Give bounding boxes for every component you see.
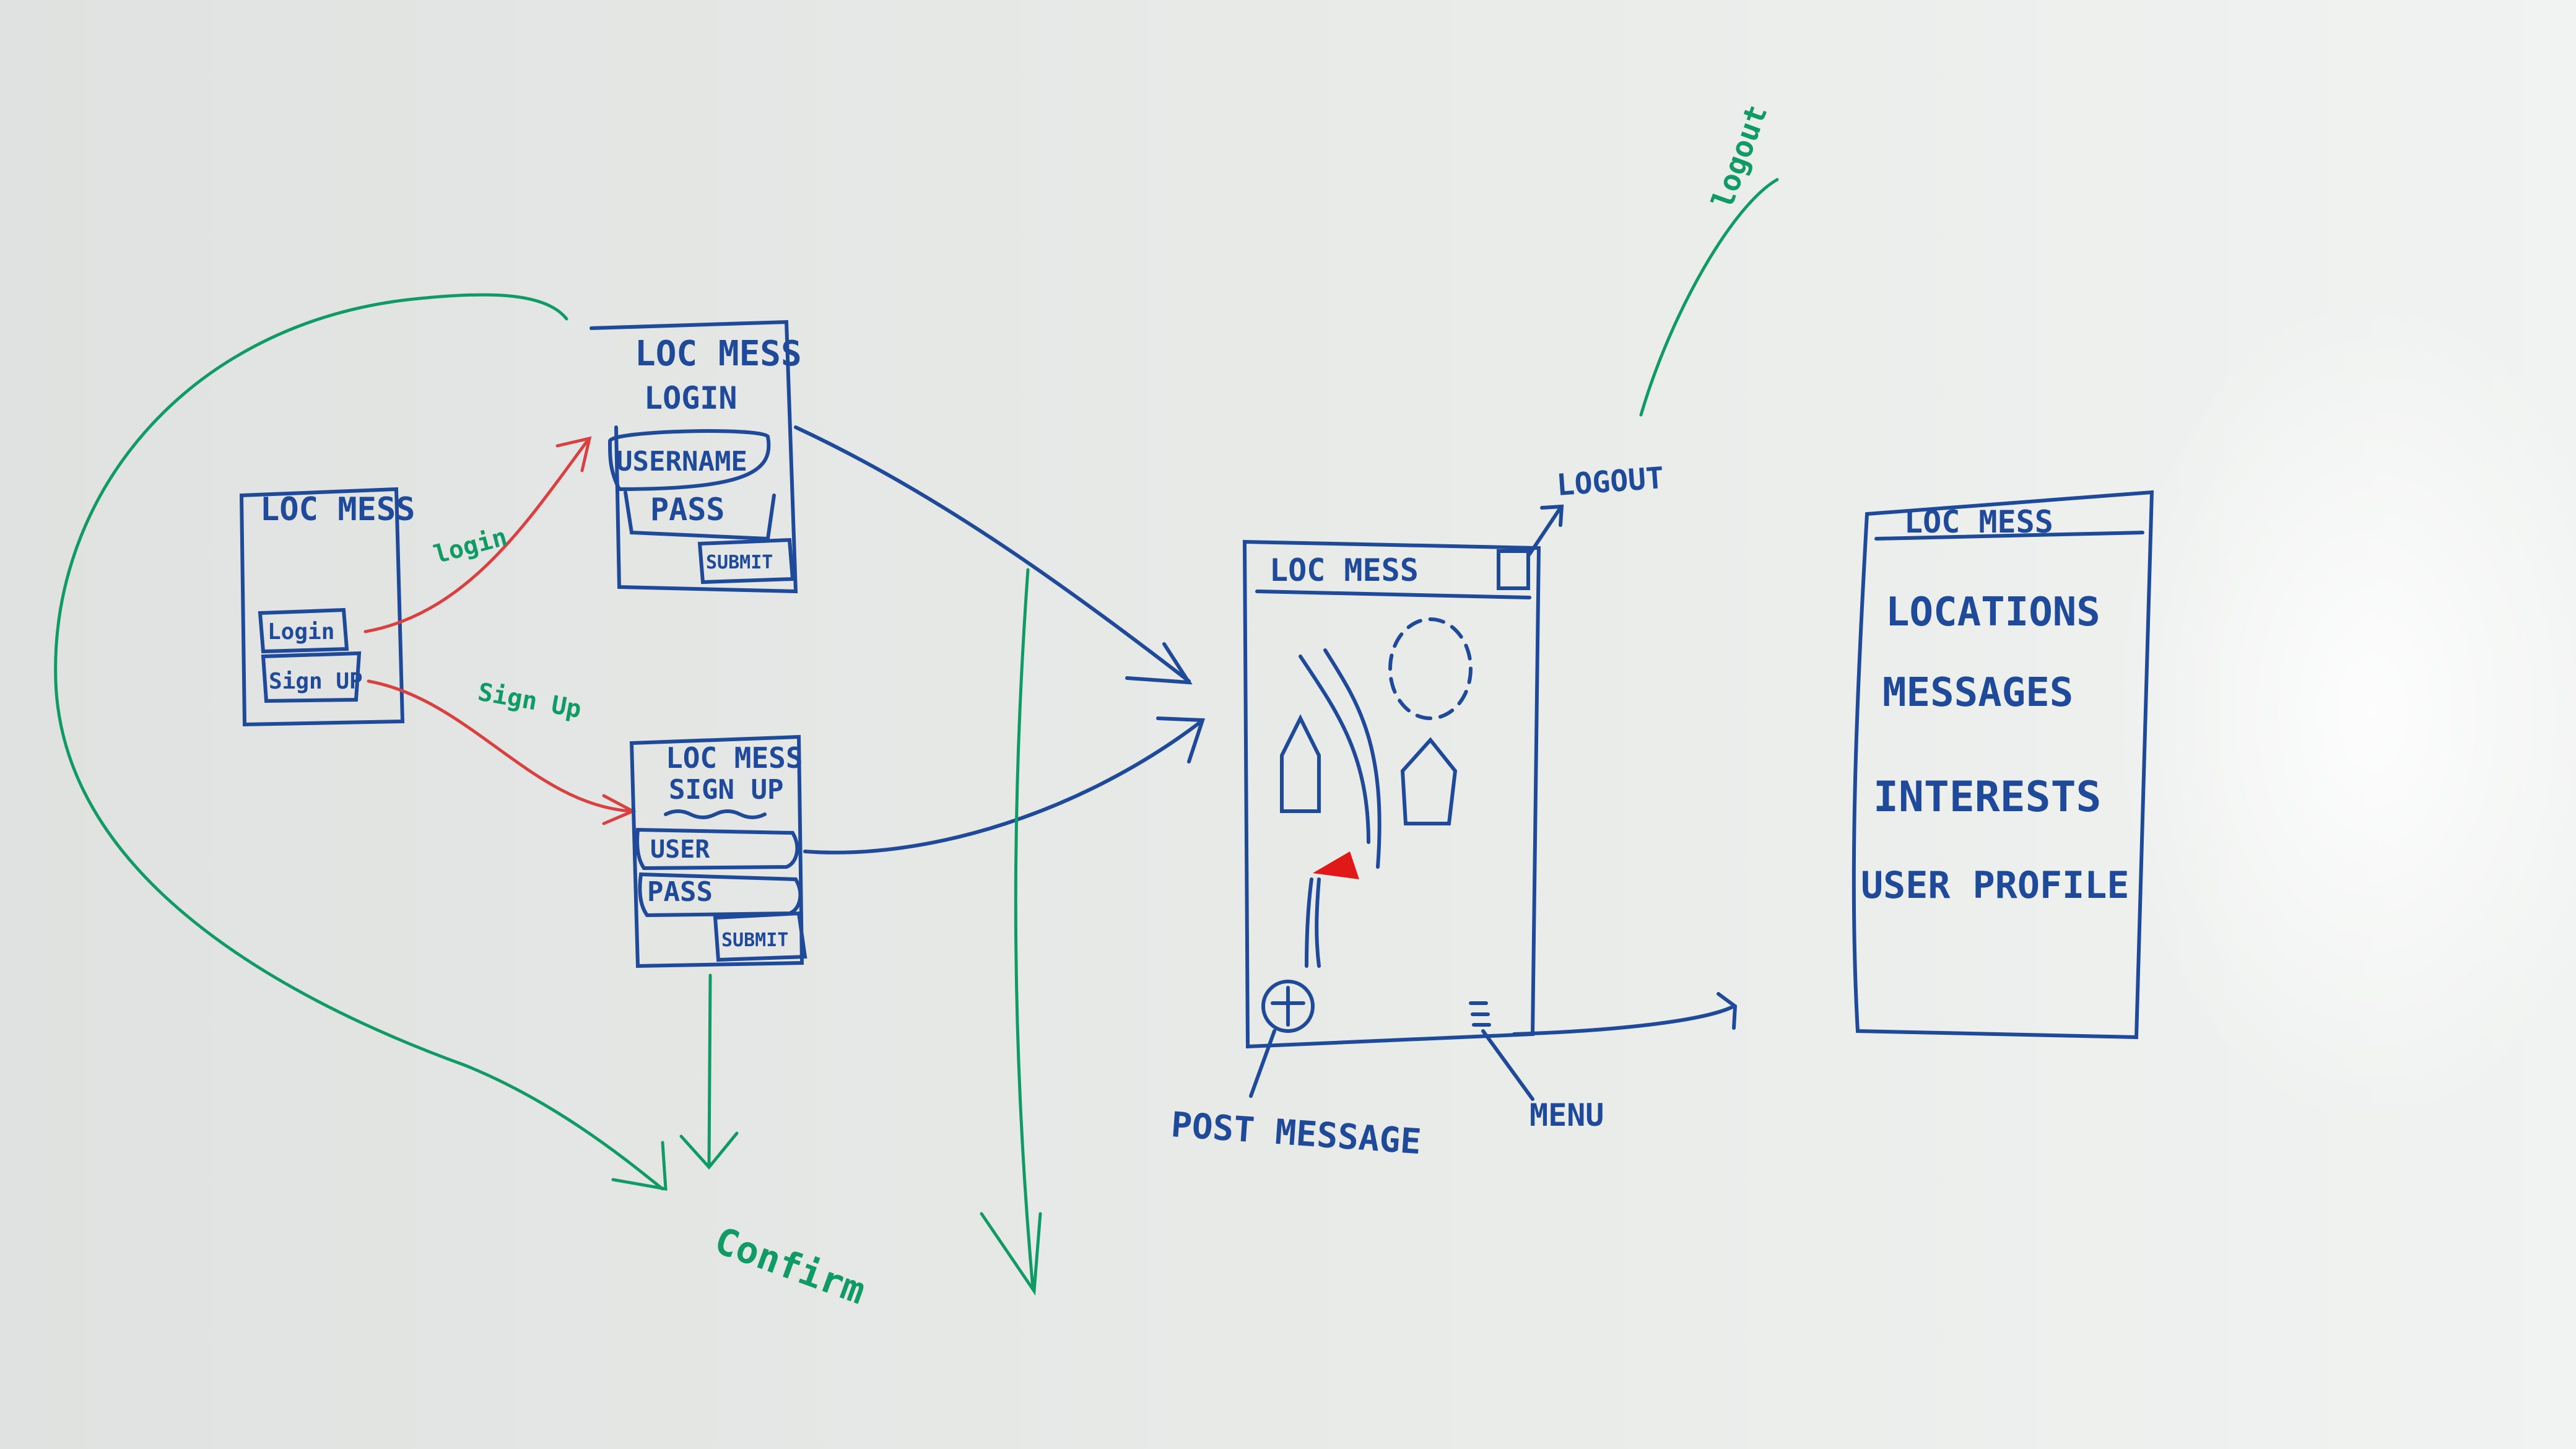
home-signup-label[interactable]: Sign UP <box>269 669 363 694</box>
map-building-right <box>1400 737 1458 825</box>
signup-user-label[interactable]: USER <box>650 835 710 864</box>
map-header-line <box>1255 590 1531 599</box>
signup-user-box[interactable] <box>635 827 799 871</box>
map-dashed-area <box>1388 617 1473 720</box>
arrow-map-to-menu <box>1512 1004 1736 1036</box>
map-road-4 <box>1315 877 1321 968</box>
login-heading: LOGIN <box>644 380 738 416</box>
green-loop-arrow <box>54 293 664 1191</box>
home-screen-frame <box>239 487 405 727</box>
login-password-label[interactable]: PASS <box>650 492 724 528</box>
signup-submit-box[interactable] <box>713 911 807 962</box>
home-title: LOC MESS <box>260 491 415 528</box>
menu-item-interests[interactable]: INTERESTS <box>1873 773 2101 822</box>
home-login-box[interactable] <box>258 607 349 654</box>
signup-heading: SIGN UP <box>669 774 783 806</box>
arrowhead-logout <box>1540 504 1564 527</box>
arrowhead-menu <box>1717 992 1738 1030</box>
green-annotations <box>54 178 1779 1296</box>
login-screen-sketch <box>590 320 798 594</box>
login-password-box[interactable] <box>624 490 776 541</box>
green-signup-down-head <box>679 1131 739 1170</box>
arrowhead-signup-map <box>1156 716 1206 764</box>
signup-title: LOC MESS <box>666 741 803 775</box>
signup-screen-sketch <box>629 734 807 968</box>
blue-flow-arrows <box>794 425 1738 1101</box>
arrow-home-to-signup <box>367 679 633 813</box>
menu-title: LOC MESS <box>1904 504 2053 540</box>
menu-header-line <box>1874 531 2144 541</box>
map-road-3 <box>1305 877 1313 968</box>
login-username-label[interactable]: USERNAME <box>616 446 747 477</box>
menu-item-messages[interactable]: MESSAGES <box>1882 670 2073 716</box>
menu-hamburger-lines[interactable] <box>1469 1001 1491 1027</box>
arrow-signup-to-map <box>803 720 1203 855</box>
map-road-2 <box>1323 648 1382 869</box>
post-plus-circle[interactable] <box>1261 980 1315 1033</box>
map-screen-sketch <box>1242 539 1541 1049</box>
logout-label[interactable]: LOGOUT <box>1556 461 1665 503</box>
map-building-left <box>1280 714 1321 813</box>
login-screen-frame <box>590 320 798 594</box>
signup-submit-label[interactable]: SUBMIT <box>721 929 788 951</box>
login-submit-box[interactable] <box>697 537 795 585</box>
current-location-marker <box>1313 851 1359 879</box>
menu-screen-sketch <box>1852 490 2154 1040</box>
signup-underline <box>664 809 767 819</box>
signup-password-label[interactable]: PASS <box>647 876 713 908</box>
post-plus-cross[interactable] <box>1271 986 1305 1027</box>
menu-label: MENU <box>1530 1097 1604 1133</box>
arrowhead-login <box>555 436 592 472</box>
pointer-post-message <box>1249 1029 1276 1098</box>
menu-screen-frame <box>1852 490 2154 1040</box>
green-signup-down-arrow <box>707 973 712 1166</box>
pointer-menu <box>1481 1029 1534 1101</box>
login-submit-label[interactable]: SUBMIT <box>706 552 773 573</box>
home-screen-sketch <box>239 487 405 727</box>
login-title: LOC MESS <box>635 334 802 374</box>
green-loop-arrowhead <box>611 1141 668 1191</box>
map-screen-frame <box>1242 539 1541 1049</box>
arrow-home-to-login <box>363 438 590 633</box>
menu-item-user-profile[interactable]: USER PROFILE <box>1861 864 2129 907</box>
map-title: LOC MESS <box>1269 552 1419 588</box>
login-username-box[interactable] <box>607 429 771 492</box>
home-signup-box[interactable] <box>261 651 362 703</box>
arrowhead-login-map <box>1125 642 1193 685</box>
menu-item-locations[interactable]: LOCATIONS <box>1886 590 2100 635</box>
green-vertical-head <box>980 1212 1042 1296</box>
green-logout-line <box>1639 178 1779 417</box>
green-vertical-arrow <box>1014 568 1035 1290</box>
map-road-1 <box>1299 655 1370 844</box>
signup-screen-frame <box>629 734 804 968</box>
light-glare <box>2112 291 2576 1133</box>
logout-square-icon[interactable] <box>1497 549 1530 590</box>
arrow-login-to-map <box>794 425 1191 683</box>
home-login-label[interactable]: Login <box>268 619 334 645</box>
